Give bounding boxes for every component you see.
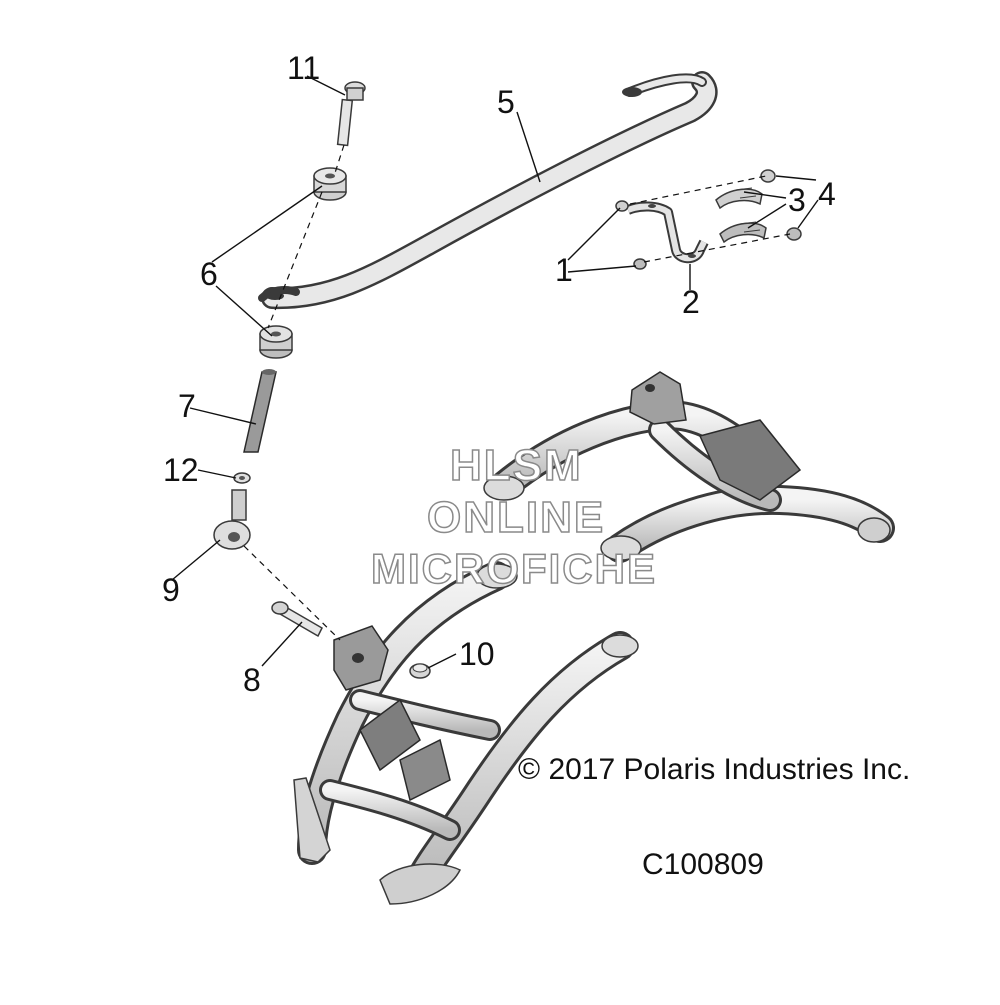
part-5-support-bar: [258, 71, 718, 310]
assembly-dash-lines: [243, 144, 791, 641]
callout-8: 8: [243, 662, 261, 698]
callout-10: 10: [459, 636, 495, 672]
callout-2: 2: [682, 284, 700, 320]
callout-12: 12: [163, 452, 199, 488]
callout-5: 5: [497, 84, 515, 120]
upper-frame-assembly: [483, 371, 895, 563]
part-3-clamp-insert-lower: [719, 221, 767, 244]
callout-11: 11: [287, 50, 321, 86]
part-2-clamp: [626, 201, 709, 264]
part-12-washer: [233, 472, 251, 484]
lower-frame-assembly: [293, 561, 639, 905]
part-1-screw-lower: [633, 258, 647, 270]
part-10-nut: [409, 663, 431, 679]
callout-7: 7: [178, 388, 196, 424]
watermark-line-3: MICROFICHE: [370, 545, 657, 592]
part-6-bushing-upper: [313, 167, 347, 201]
part-7-spacer: [243, 369, 277, 453]
part-6-bushing-lower: [259, 325, 293, 359]
bar-mount-hole: [622, 87, 642, 97]
part-9-link-end: [213, 489, 251, 550]
leader-lines: [171, 75, 819, 669]
callout-3: 3: [788, 182, 806, 218]
callout-4: 4: [818, 176, 836, 212]
callout-9: 9: [162, 572, 180, 608]
part-8-bolt: [271, 601, 323, 638]
part-3-clamp-insert-upper: [715, 187, 763, 210]
copyright-notice: © 2017 Polaris Industries Inc.: [518, 753, 911, 786]
drawing-number: C100809: [642, 848, 764, 881]
watermark-line-1: HLSM: [449, 441, 583, 490]
callout-6: 6: [200, 256, 218, 292]
part-11-bolt: [336, 81, 366, 147]
part-4-nut-upper: [760, 169, 776, 183]
watermark-line-2: ONLINE: [426, 493, 606, 542]
callout-1: 1: [555, 252, 573, 288]
